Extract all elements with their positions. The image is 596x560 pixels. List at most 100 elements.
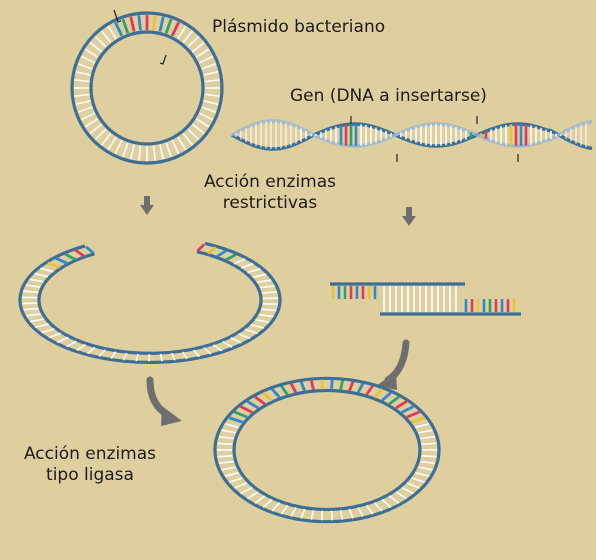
base-pair [40,267,54,273]
base-pair [66,340,77,348]
base-pair [135,353,139,362]
backbone-outer [18,241,282,364]
base-pair [280,385,289,396]
base-pair [218,435,234,440]
base-pair [395,400,408,410]
base-pair [230,337,242,344]
base-pair [262,391,273,402]
base-pair [421,442,437,446]
base-pair [233,410,248,419]
base-pair [187,128,200,141]
base-pair [171,352,176,361]
base-pair [310,510,315,520]
base-pair [261,308,277,312]
base-pair [401,405,415,414]
base-pair [138,145,142,161]
base-pair [395,491,408,500]
backbone-outer [70,11,224,165]
base-pair [122,352,128,361]
base-pair [381,391,392,402]
base-pair [348,381,355,392]
base-pair [418,429,433,434]
base-pair [406,410,421,419]
base-pair [238,333,251,340]
base-pair [98,349,106,357]
base-pair [182,132,194,146]
base-pair [177,136,187,151]
base-pair [218,460,234,465]
base-pair [381,498,392,508]
base-pair [228,416,243,424]
base-pair [94,128,107,141]
base-pair [216,249,227,258]
base-pair [357,507,364,517]
base-pair [152,145,156,161]
cut-site-marker [159,54,167,65]
base-pair [244,328,258,335]
base-pair [228,477,243,484]
restriction-label-line1: Acción enzimas [203,172,337,192]
base-pair [177,25,187,40]
base-pair [195,118,210,128]
base-pair [56,336,69,344]
base-pair [171,139,180,155]
backbone-inner [89,30,205,146]
base-pair [348,508,354,519]
plasmid-label: Plásmido bacteriano [212,17,386,37]
base-pair [259,285,275,289]
base-pair [221,429,236,434]
base-pair [114,21,124,37]
base-pair [170,21,180,37]
base-pair [121,18,130,34]
base-pair [191,123,205,135]
base-pair [411,477,426,484]
base-pair [239,405,253,414]
base-pair [23,290,39,294]
base-pair [411,416,426,424]
base-pair [247,268,261,274]
base-pair [246,400,259,410]
base-pair [152,15,157,31]
base-pair [414,423,430,429]
base-pair [192,349,200,358]
base-pair [159,353,163,362]
base-pair [388,395,400,406]
down-arrow-head [140,205,154,215]
base-pair [356,382,365,394]
base-pair [100,30,112,44]
helix-strand [231,119,593,148]
base-pair [330,379,334,390]
base-pair [77,106,93,113]
base-pair [204,93,220,97]
base-pair [77,63,93,70]
base-pair [320,510,324,521]
base-pair [262,498,273,508]
base-pair [100,132,112,146]
base-pair [23,307,39,311]
base-pair [94,35,107,48]
ligase-enzyme-label: Acción enzimas tipo ligasa [0,444,180,486]
gene-double-helix [231,116,593,162]
base-pair [201,63,217,70]
base-pair [224,423,240,429]
base-pair [221,466,236,471]
base-pair [262,303,278,306]
base-pair [309,380,315,391]
base-pair [240,262,254,269]
base-pair [64,252,76,261]
ligase-label-line2: tipo ligasa [46,465,134,485]
base-pair [299,381,306,392]
base-pair [255,318,270,324]
base-pair [87,346,96,355]
base-pair [252,273,267,279]
base-pair [48,332,62,339]
base-pair [158,16,165,32]
recombinant-plasmid [213,376,441,524]
base-pair [212,344,223,352]
base-pair [47,261,61,269]
base-pair [89,123,103,135]
base-pair [84,48,99,58]
base-pair [330,510,334,521]
